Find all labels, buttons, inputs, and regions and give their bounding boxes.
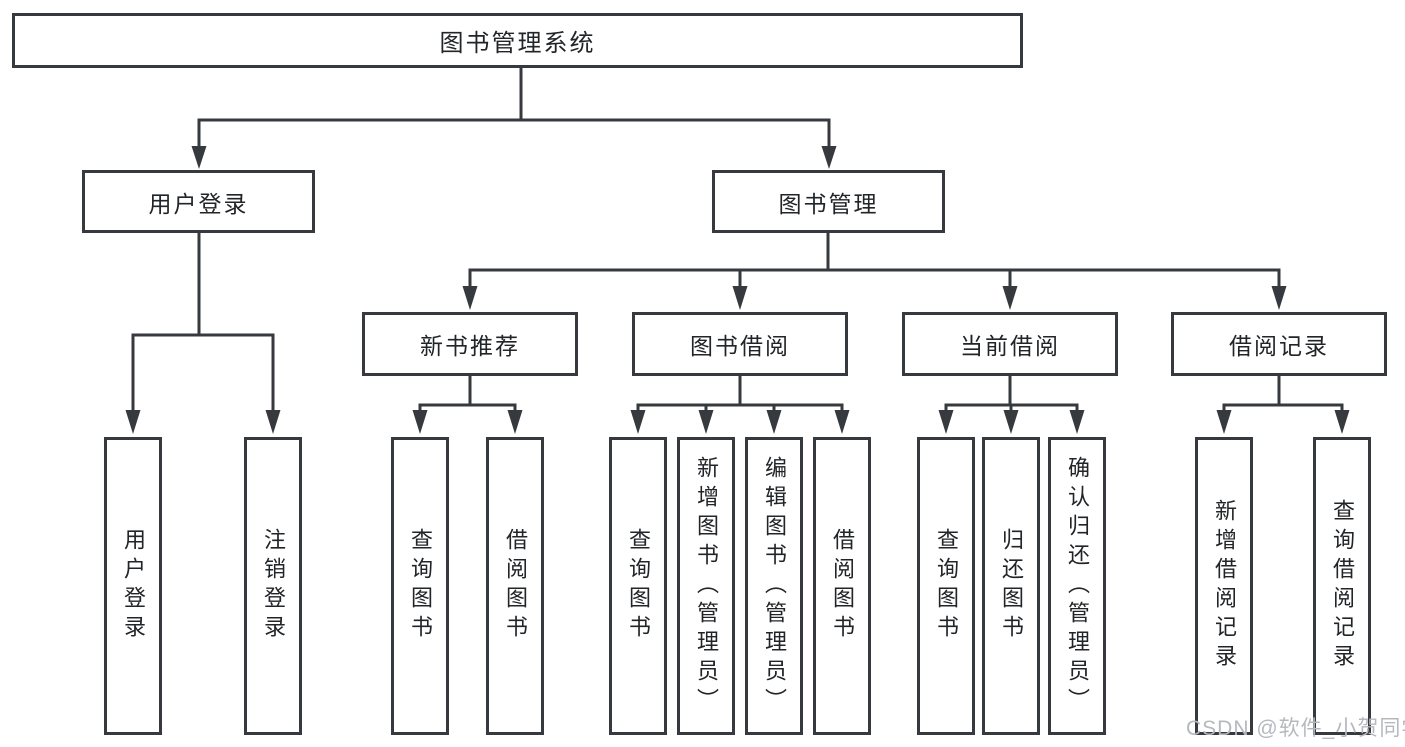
leaf-query-books-borrow: 查询图书 (609, 437, 667, 735)
leaf-confirm-return-admin: 确认归还（管理员） (1048, 437, 1106, 735)
connector-current-borrow-to-leaves (938, 376, 1085, 434)
connector-new-book-recommend-to-leaves (412, 376, 523, 434)
leaf-query-books-recommend: 查询图书 (391, 437, 449, 735)
leaf-user-login: 用户登录 (104, 437, 162, 735)
node-new-book-recommend: 新书推荐 (362, 312, 578, 376)
connector-book-management-to-sections (462, 233, 1287, 310)
leaf-query-borrow-record: 查询借阅记录 (1313, 437, 1371, 735)
connector-root-to-branches (191, 68, 837, 169)
leaf-edit-book-admin: 编辑图书（管理员） (745, 437, 803, 735)
leaf-borrow-books-borrow: 借阅图书 (813, 437, 871, 735)
leaf-add-borrow-record: 新增借阅记录 (1195, 437, 1253, 735)
node-borrow-records: 借阅记录 (1171, 312, 1387, 376)
connector-user-login-to-leaves (125, 233, 281, 434)
leaf-borrow-books-recommend: 借阅图书 (486, 437, 544, 735)
connector-borrow-records-to-leaves (1216, 376, 1350, 434)
leaf-query-books-current: 查询图书 (917, 437, 975, 735)
leaf-add-book-admin: 新增图书（管理员） (677, 437, 735, 735)
node-current-borrow: 当前借阅 (902, 312, 1118, 376)
node-root-system: 图书管理系统 (12, 13, 1023, 68)
leaf-return-books: 归还图书 (982, 437, 1040, 735)
leaf-logout: 注销登录 (244, 437, 302, 735)
node-book-borrow: 图书借阅 (632, 312, 848, 376)
node-user-login: 用户登录 (82, 170, 315, 233)
connector-book-borrow-to-leaves (630, 376, 850, 434)
watermark: CSDN @软件_小贺同学 (1186, 717, 1405, 740)
node-book-management: 图书管理 (712, 170, 945, 233)
